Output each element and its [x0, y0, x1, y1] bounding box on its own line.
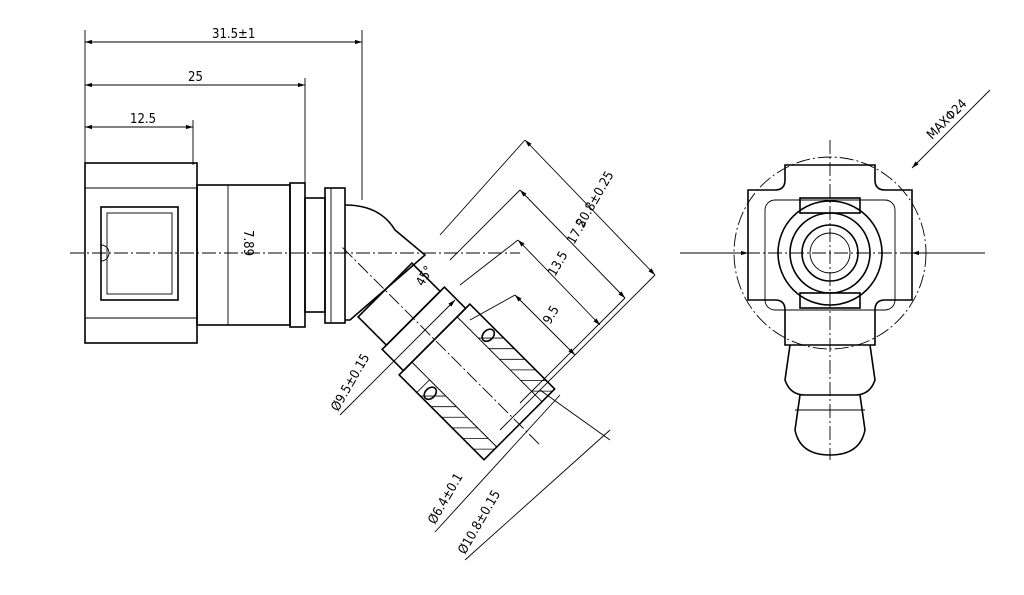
dim-12-5: 12.5	[130, 112, 156, 127]
dim-13-5: 13.5	[545, 249, 571, 279]
angled-dimensions: 20.8±0.25 17.5 13.5 9.5 Ø9.5±0.15 Ø6.4±0…	[328, 139, 656, 561]
front-view: MAXΦ24	[680, 89, 991, 460]
body-marking: 7.89	[240, 230, 255, 256]
dim-dia-6-4: Ø6.4±0.1	[425, 471, 466, 527]
side-view: 7.89	[84, 162, 427, 344]
angled-outlet	[342, 247, 556, 461]
top-dimensions: 31.5±1 25 12.5	[84, 27, 363, 200]
dim-max-dia: MAXΦ24	[924, 97, 970, 143]
dim-25: 25	[188, 70, 203, 85]
dim-31-5: 31.5±1	[212, 27, 255, 42]
